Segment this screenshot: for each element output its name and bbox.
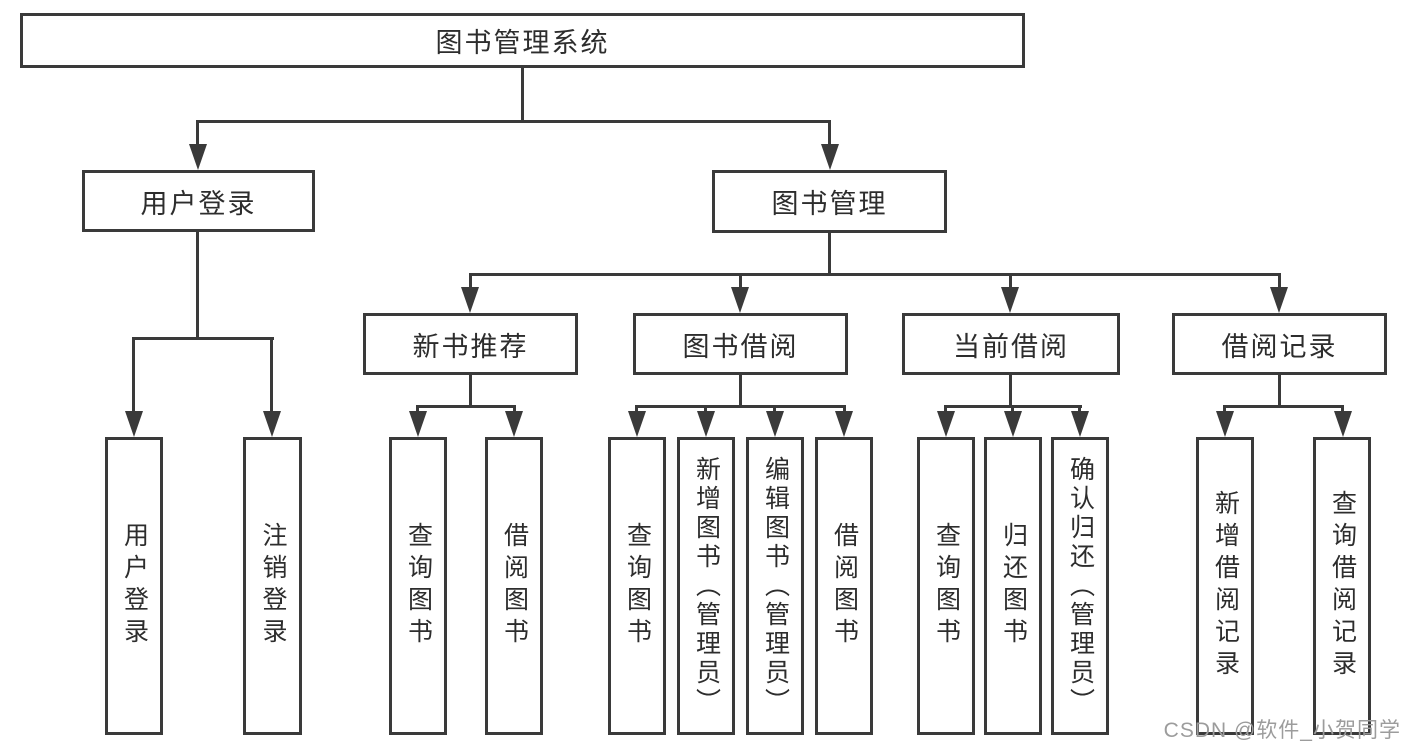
leaf-borrow-books-recommend: 借阅图书 (485, 437, 543, 735)
leaf-query-borrow-record: 查询借阅记录 (1313, 437, 1371, 735)
connector-line (270, 337, 273, 413)
connector-line (521, 68, 524, 120)
connector-line (196, 232, 199, 337)
arrowhead-icon (1004, 411, 1022, 437)
connector-line (196, 120, 831, 123)
arrowhead-icon (821, 144, 839, 170)
connector-line (1278, 375, 1281, 405)
connector-line (469, 273, 472, 289)
leaf-query-books-borrowing: 查询图书 (608, 437, 666, 735)
connector-line (828, 120, 831, 147)
arrowhead-icon (125, 411, 143, 437)
arrowhead-icon (189, 144, 207, 170)
connector-line (469, 375, 472, 405)
connector-line (739, 375, 742, 405)
connector-line (469, 273, 1281, 276)
leaf-add-borrow-record: 新增借阅记录 (1196, 437, 1254, 735)
leaf-borrow-books: 借阅图书 (815, 437, 873, 735)
connector-line (1009, 375, 1012, 405)
node-book-borrowing: 图书借阅 (633, 313, 848, 375)
node-new-book-recommendation: 新书推荐 (363, 313, 578, 375)
arrowhead-icon (1270, 287, 1288, 313)
arrowhead-icon (1001, 287, 1019, 313)
node-current-borrowing: 当前借阅 (902, 313, 1120, 375)
arrowhead-icon (461, 287, 479, 313)
leaf-query-books-recommend: 查询图书 (389, 437, 447, 735)
connector-line (132, 337, 274, 340)
arrowhead-icon (409, 411, 427, 437)
connector-line (132, 337, 135, 413)
arrowhead-icon (1334, 411, 1352, 437)
arrowhead-icon (937, 411, 955, 437)
leaf-query-books-current: 查询图书 (917, 437, 975, 735)
leaf-confirm-return-admin: 确认归还（管理员） (1051, 437, 1109, 735)
arrowhead-icon (263, 411, 281, 437)
leaf-logout: 注销登录 (243, 437, 302, 735)
connector-line (1223, 405, 1344, 408)
connector-line (1009, 273, 1012, 289)
connector-line (416, 405, 516, 408)
arrowhead-icon (835, 411, 853, 437)
leaf-add-book-admin: 新增图书（管理员） (677, 437, 735, 735)
node-user-login: 用户登录 (82, 170, 315, 232)
connector-line (635, 405, 846, 408)
node-borrowing-records: 借阅记录 (1172, 313, 1387, 375)
leaf-edit-book-admin: 编辑图书（管理员） (746, 437, 804, 735)
connector-line (196, 120, 199, 147)
arrowhead-icon (766, 411, 784, 437)
arrowhead-icon (1216, 411, 1234, 437)
leaf-return-books: 归还图书 (984, 437, 1042, 735)
connector-line (739, 273, 742, 289)
arrowhead-icon (731, 287, 749, 313)
connector-line (1278, 273, 1281, 289)
node-root: 图书管理系统 (20, 13, 1025, 68)
csdn-watermark: CSDN @软件_小贺同学 (1163, 719, 1401, 742)
arrowhead-icon (1071, 411, 1089, 437)
arrowhead-icon (697, 411, 715, 437)
leaf-user-login: 用户登录 (105, 437, 163, 735)
arrowhead-icon (628, 411, 646, 437)
node-book-management: 图书管理 (712, 170, 947, 233)
connector-line (828, 233, 831, 273)
arrowhead-icon (505, 411, 523, 437)
